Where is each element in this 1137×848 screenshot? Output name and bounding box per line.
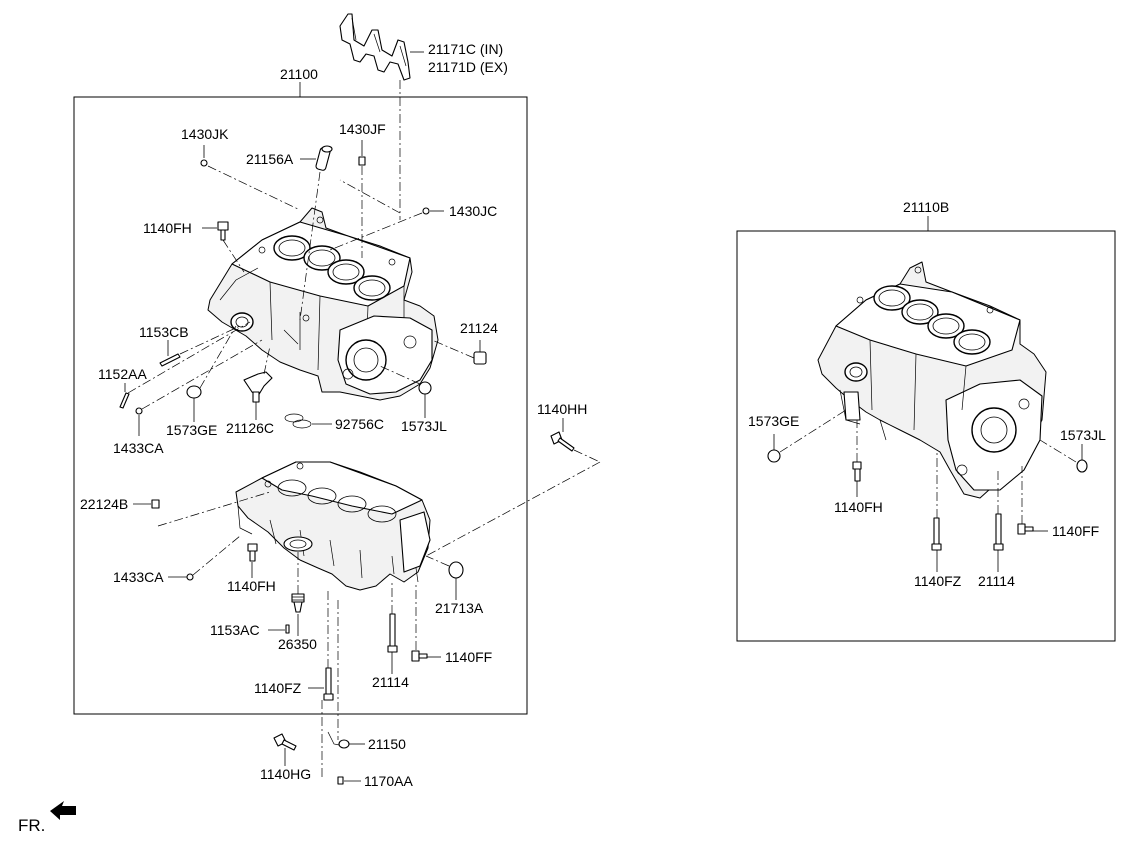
- head-gasket-part: [339, 13, 411, 81]
- bolt-1140hg-part: [273, 733, 297, 751]
- bolt-1140fz-alt-part: [931, 517, 942, 551]
- pin-1153ac-part: [285, 624, 290, 634]
- bolt-1140fz-main-part: [323, 667, 334, 701]
- label-1573jl-main: 1573JL: [401, 418, 447, 434]
- label-1153cb: 1153CB: [139, 324, 189, 340]
- bolt-21114-main-part: [387, 613, 398, 653]
- label-1140fz-alt: 1140FZ: [914, 573, 962, 589]
- plug-1170aa-part: [337, 776, 344, 785]
- cap-1573jl-alt-part: [1076, 459, 1088, 473]
- label-21156a: 21156A: [246, 151, 294, 167]
- label-1140fh-top: 1140FH: [143, 220, 192, 236]
- lower-crankcase-ladder: [235, 461, 431, 591]
- front-arrow-icon: [50, 801, 76, 820]
- label-1430jc: 1430JC: [449, 203, 497, 219]
- bolt-1140ff-main-part: [411, 650, 428, 662]
- pin-1153cb-part: [159, 353, 181, 367]
- plug-1430jk-part: [200, 159, 208, 167]
- label-1433ca-bottom: 1433CA: [113, 569, 164, 585]
- label-21171c-in: 21171C (IN): [428, 41, 503, 57]
- label-assembly-21100: 21100: [280, 66, 318, 82]
- label-92756c: 92756C: [335, 416, 384, 432]
- label-1573jl-alt: 1573JL: [1060, 427, 1106, 443]
- alt-assembly-frame: [736, 230, 1116, 642]
- fitting-26350-part: [291, 593, 305, 613]
- label-21114-alt: 21114: [978, 573, 1015, 589]
- sleeve-21124-part: [473, 351, 487, 365]
- label-1140fh-bottom: 1140FH: [227, 578, 276, 594]
- bolt-1140hh-part: [550, 431, 575, 452]
- cap-1573jl-main-part: [418, 381, 432, 395]
- label-1573ge-main: 1573GE: [166, 422, 217, 438]
- pin-1152aa-part: [119, 392, 130, 409]
- plug-1433ca-bottom-part: [186, 573, 194, 581]
- dowel-21156a-part: [315, 145, 333, 171]
- main-assembly-frame: [73, 96, 528, 715]
- label-1140ff-alt: 1140FF: [1052, 523, 1099, 539]
- pipe-21150-part: [327, 731, 350, 749]
- cap-1573ge-main-part: [186, 385, 202, 399]
- bolt-1140fh-top-part: [217, 221, 229, 241]
- label-21114-main: 21114: [372, 674, 409, 690]
- sensor-21126c-part: [243, 371, 273, 403]
- alt-cylinder-block: [817, 261, 1047, 499]
- upper-cylinder-block: [207, 207, 439, 401]
- cap-1573ge-alt-part: [767, 449, 781, 463]
- label-1140hh: 1140HH: [537, 401, 587, 417]
- label-1430jk: 1430JK: [181, 126, 229, 142]
- plug-1430jf-part: [358, 156, 366, 166]
- plug-1430jc-part: [422, 207, 430, 215]
- plug-22124b-part: [151, 499, 160, 509]
- label-1140fh-alt: 1140FH: [834, 499, 883, 515]
- bolt-1140fh-alt-part: [852, 461, 862, 482]
- plug-1433ca-top-part: [135, 407, 143, 415]
- label-21126c: 21126C: [226, 420, 274, 436]
- bolt-21114-alt-part: [993, 513, 1004, 551]
- label-1170aa: 1170AA: [364, 773, 413, 789]
- label-assembly-21110b: 21110B: [903, 199, 949, 215]
- label-1140ff-main: 1140FF: [445, 649, 492, 665]
- label-1573ge-alt: 1573GE: [748, 413, 799, 429]
- label-1433ca-top: 1433CA: [113, 440, 164, 456]
- oring-92756c-part: [284, 413, 312, 429]
- label-1140fz-main: 1140FZ: [254, 680, 302, 696]
- label-26350: 26350: [278, 636, 317, 652]
- bolt-1140ff-alt-part: [1017, 523, 1034, 535]
- label-1140hg: 1140HG: [260, 766, 311, 782]
- label-21150: 21150: [368, 736, 406, 752]
- cap-21713a-part: [448, 561, 464, 579]
- label-1153ac: 1153AC: [210, 622, 260, 638]
- label-21124: 21124: [460, 320, 498, 336]
- bolt-1140fh-bottom-part: [247, 543, 258, 562]
- front-indicator-label: FR.: [18, 816, 45, 835]
- label-21713a: 21713A: [435, 600, 484, 616]
- label-1152aa: 1152AA: [98, 366, 147, 382]
- label-1430jf: 1430JF: [339, 121, 386, 137]
- label-21171d-ex: 21171D (EX): [428, 59, 508, 75]
- label-22124b: 22124B: [80, 496, 128, 512]
